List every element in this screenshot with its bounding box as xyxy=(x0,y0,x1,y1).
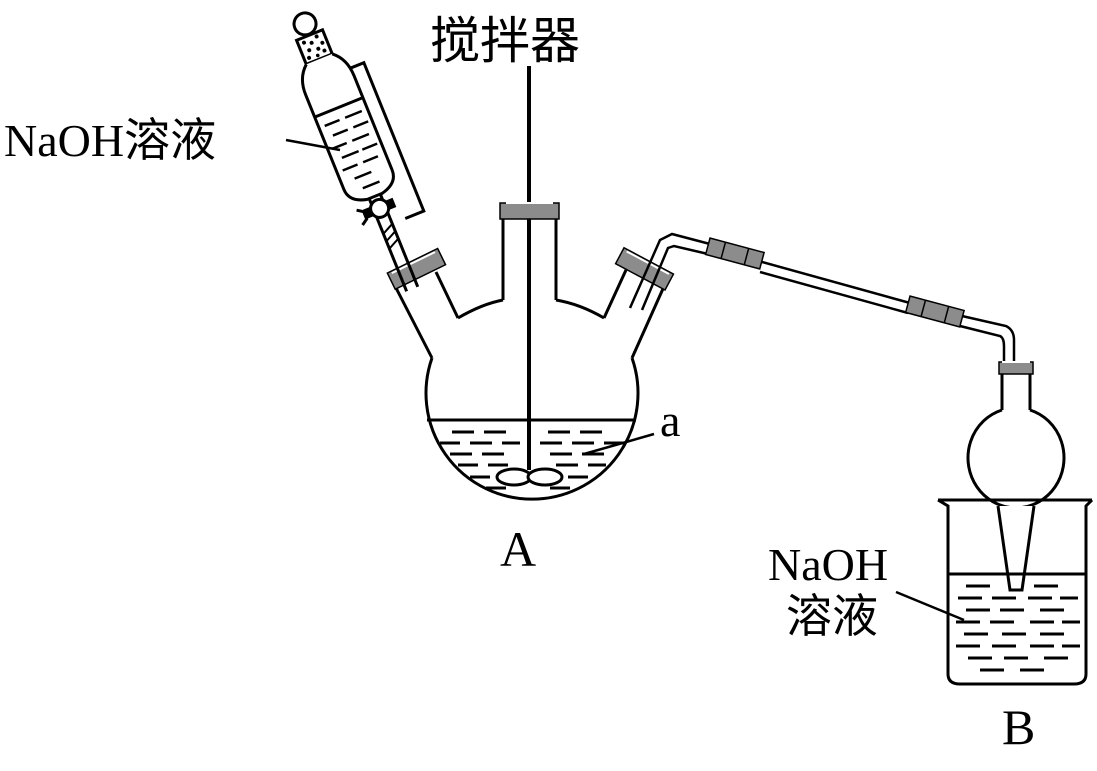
beaker-solution-label-line1: NaOH xyxy=(768,539,888,590)
stirrer-blade-left xyxy=(495,467,533,487)
funnel-liquid-hatching xyxy=(324,109,380,190)
liquid-a-hatching xyxy=(440,430,624,490)
stirrer: 搅拌器 xyxy=(430,13,580,487)
rubber-connector-1 xyxy=(704,237,766,270)
beaker-liquid-hatching xyxy=(956,584,1080,672)
funnel-stopper xyxy=(294,27,335,67)
absorption-bulb xyxy=(966,361,1066,592)
stirrer-blade-right xyxy=(526,467,564,487)
bulb-stopper xyxy=(998,361,1034,375)
delivery-tube xyxy=(628,232,1016,362)
funnel-solution-label: NaOH溶液 xyxy=(4,115,216,166)
right-stopper xyxy=(614,246,675,291)
label-a-leader xyxy=(583,432,655,456)
beaker-B-label: B xyxy=(1002,699,1035,755)
liquid-a-label: a xyxy=(660,395,680,446)
flask-A-label: A xyxy=(500,521,536,577)
funnel-body xyxy=(300,52,395,202)
beaker: NaOH 溶液 B xyxy=(768,498,1094,755)
three-neck-flask: a A xyxy=(392,218,680,577)
center-stopper xyxy=(499,202,560,220)
stirrer-label: 搅拌器 xyxy=(430,13,580,69)
beaker-solution-label-line2: 溶液 xyxy=(786,591,878,642)
funnel-label-leader xyxy=(285,138,341,152)
dropping-funnel xyxy=(292,11,426,292)
beaker-outline xyxy=(937,498,1094,686)
rubber-connector-2 xyxy=(904,295,966,328)
beaker-label-leader xyxy=(895,590,965,622)
stopcock xyxy=(356,197,397,226)
